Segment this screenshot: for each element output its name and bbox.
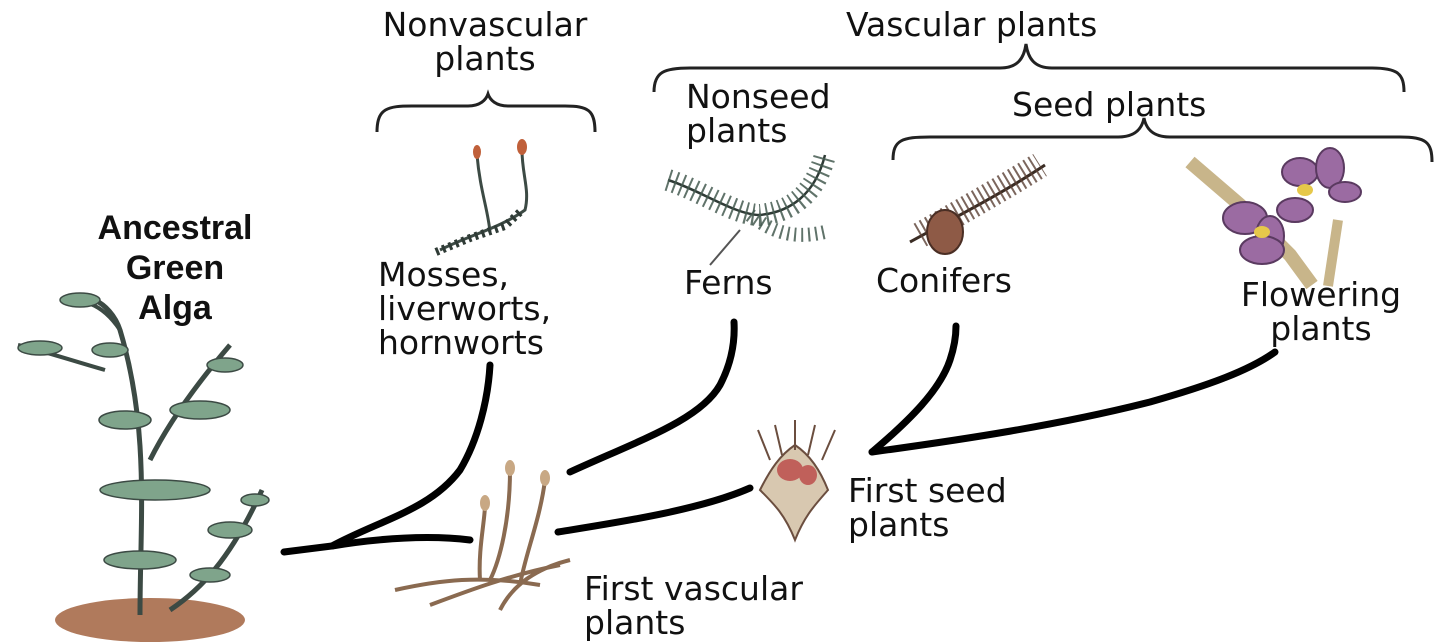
label-line: Ferns: [684, 266, 773, 300]
label-line: Seed plants: [1012, 88, 1206, 122]
label-seed-plants: Seed plants: [1012, 88, 1206, 122]
fern-illustration: [668, 155, 825, 265]
conifer-illustration: [910, 165, 1045, 254]
branch-alga-to-mosses: [284, 365, 490, 552]
label-vascular-plants: Vascular plants: [846, 8, 1097, 42]
label-line: plants: [584, 606, 803, 640]
label-line: Green: [60, 248, 290, 288]
label-line: Ancestral: [60, 208, 290, 248]
label-nonvascular-plants: Nonvascular plants: [370, 8, 600, 76]
label-line: plants: [370, 42, 600, 76]
label-conifers: Conifers: [876, 264, 1012, 298]
label-flowering-plants: Flowering plants: [1196, 278, 1446, 346]
label-first-vascular-plants: First vascular plants: [584, 572, 803, 640]
label-line: Mosses,: [378, 258, 551, 292]
label-line: plants: [848, 508, 1007, 542]
label-line: First vascular: [584, 572, 803, 606]
label-line: hornworts: [378, 326, 551, 360]
label-line: Nonseed: [686, 80, 831, 114]
alga-illustration: [18, 293, 269, 642]
label-line: Nonvascular: [370, 8, 600, 42]
flowering-plant-illustration: [1190, 148, 1361, 286]
branch-to-flowering: [872, 352, 1275, 452]
label-line: Vascular plants: [846, 8, 1097, 42]
label-ferns: Ferns: [684, 266, 773, 300]
first-seed-plant-illustration: [758, 420, 835, 540]
label-line: plants: [1196, 312, 1446, 346]
nonvascular-brace: [377, 94, 595, 132]
label-line: First seed: [848, 474, 1007, 508]
label-line: Alga: [60, 288, 290, 328]
label-nonseed-plants: Nonseed plants: [686, 80, 831, 148]
branch-to-first-seed: [558, 488, 750, 532]
label-line: Conifers: [876, 264, 1012, 298]
branch-to-conifers: [872, 326, 956, 452]
seed-plants-brace: [893, 118, 1432, 162]
branch-to-ferns: [570, 322, 734, 472]
label-first-seed-plants: First seed plants: [848, 474, 1007, 542]
label-mosses: Mosses, liverworts, hornworts: [378, 258, 551, 360]
label-line: Flowering: [1196, 278, 1446, 312]
label-ancestral-green-alga: Ancestral Green Alga: [60, 208, 290, 328]
moss-illustration: [436, 139, 527, 252]
label-line: liverworts,: [378, 292, 551, 326]
label-line: plants: [686, 114, 831, 148]
